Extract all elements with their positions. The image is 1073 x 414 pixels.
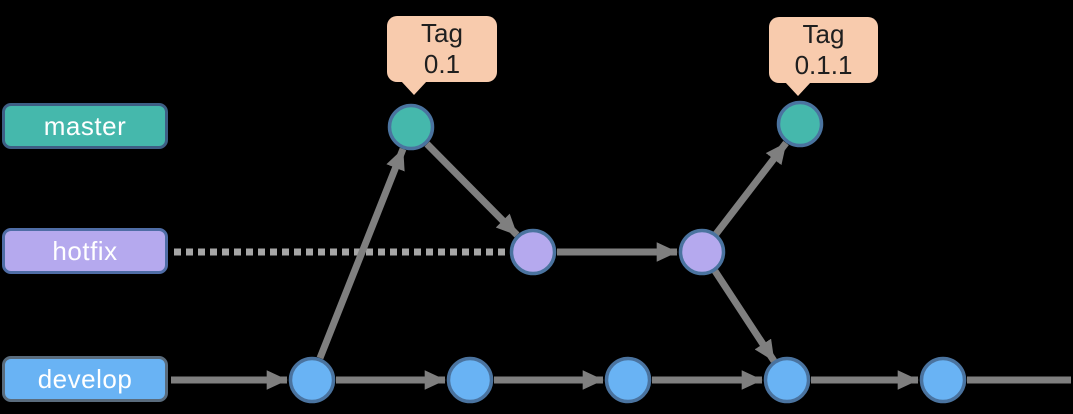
- branch-label-master: master: [2, 103, 168, 149]
- commit-node-develop: [919, 356, 967, 404]
- branch-label-develop: develop: [2, 356, 168, 402]
- commit-node-develop: [288, 356, 336, 404]
- tag-callout-line1: Tag: [802, 19, 845, 49]
- tag-callout-line2: 0.1: [423, 49, 461, 79]
- commit-node-develop: [446, 356, 494, 404]
- commit-node-develop: [763, 356, 811, 404]
- branch-label-text: hotfix: [52, 235, 118, 266]
- tag-callout-pointer: [785, 82, 811, 96]
- commit-node-master: [776, 100, 824, 148]
- branch-label-text: develop: [37, 363, 133, 394]
- tag-callout-line1: Tag: [421, 18, 463, 48]
- commit-node-develop: [604, 356, 652, 404]
- commit-edge-arrow: [713, 140, 789, 237]
- commit-node-hotfix: [509, 228, 557, 276]
- edges-layer: [171, 140, 1071, 390]
- tag-callout-pointer: [401, 81, 427, 95]
- tag-callout-line2: 0.1.1: [794, 50, 853, 80]
- commit-node-hotfix: [678, 228, 726, 276]
- commit-edge-arrow: [424, 141, 520, 238]
- commit-edge-arrow: [712, 269, 777, 363]
- commit-node-master: [387, 103, 435, 151]
- branch-label-hotfix: hotfix: [2, 228, 168, 274]
- commit-edge-arrow: [316, 147, 407, 360]
- branch-label-text: master: [43, 110, 127, 141]
- commits-layer: [288, 100, 967, 404]
